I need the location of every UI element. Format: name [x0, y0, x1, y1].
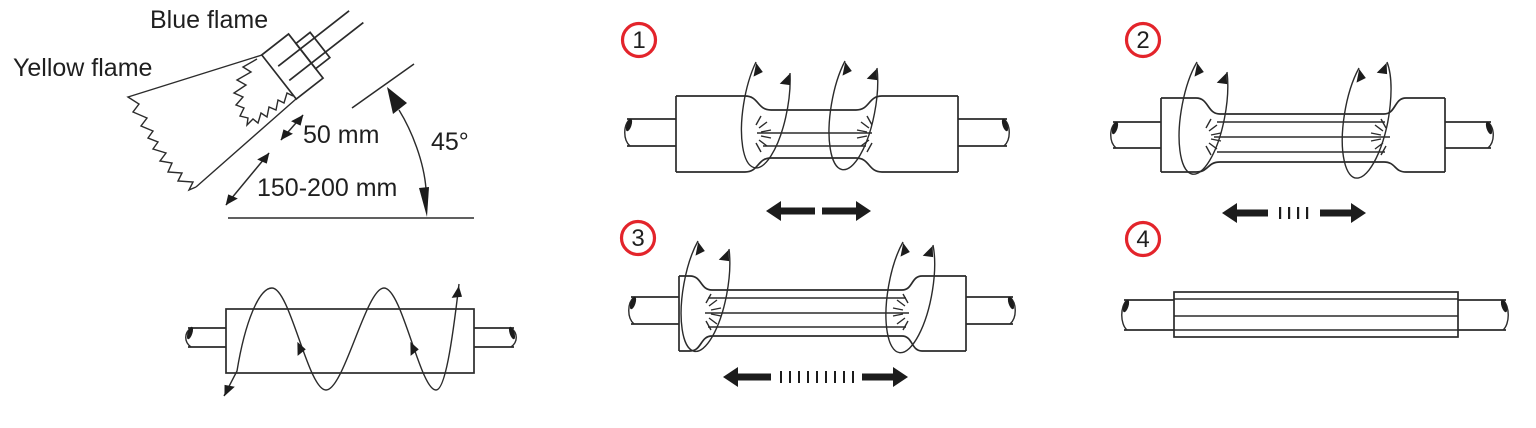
glass-tube-body — [225, 308, 475, 374]
tube-outline — [678, 275, 967, 352]
blue-flame-outline — [232, 58, 294, 127]
dimension-50mm: 50 mm — [276, 111, 379, 149]
rod-right — [966, 296, 1013, 325]
tube-outline — [675, 95, 959, 173]
melt-fan-lines-left — [755, 115, 772, 153]
rotation-arrowhead-icon — [898, 242, 911, 257]
step-2-panel: 2 — [1110, 21, 1494, 223]
rotation-arrowhead-icon — [779, 71, 795, 88]
tube-outline — [1160, 97, 1446, 173]
spiral-arrowhead-icon — [405, 340, 420, 356]
rotation-arrow — [828, 60, 882, 171]
rotation-arrowhead-icon — [1192, 62, 1205, 77]
torch-flame-diagram: Blue flame Yellow flame 50 mm 150-200 mm — [13, 6, 474, 219]
tube-inner-lines — [1174, 298, 1458, 331]
dimension-line — [225, 152, 270, 206]
rod-end-blob — [1122, 299, 1130, 313]
torch-inner-tube-lines — [277, 37, 327, 82]
rod-left — [627, 118, 676, 147]
dimension-50mm-label: 50 mm — [303, 121, 379, 149]
rod-left — [631, 296, 679, 325]
rod-right — [1445, 121, 1491, 149]
angle-45-indicator: 45° — [228, 63, 474, 219]
rod-end-blob — [1001, 118, 1009, 132]
yellow-flame-outline — [126, 54, 263, 192]
pull-apart-arrow-left — [723, 367, 771, 387]
finished-tube-outline — [1173, 291, 1459, 338]
spiral-flame-path — [223, 283, 460, 397]
stretch-dashes — [1279, 207, 1309, 219]
torch-supply-lines — [313, 10, 364, 53]
rotation-arrow — [1178, 61, 1232, 175]
angle-label: 45° — [431, 128, 469, 156]
rod-end-blob — [629, 296, 637, 310]
stretch-dashes — [780, 371, 854, 383]
rod-end-blob — [1007, 296, 1015, 310]
spiral-heating-diagram — [185, 283, 517, 399]
blue-flame-label: Blue flame — [150, 6, 268, 34]
step-1-panel: 1 — [620, 21, 1010, 221]
melt-fan-lines-right — [856, 115, 873, 153]
rod-right — [1458, 299, 1506, 331]
arc-arrowhead-down-icon — [419, 187, 429, 217]
rod-end-blob — [625, 118, 633, 132]
dimension-150-200mm-label: 150-200 mm — [257, 174, 397, 202]
rotation-arrowhead-icon — [1216, 70, 1232, 87]
yellow-flame-label: Yellow flame — [13, 54, 152, 82]
rotation-arrowhead-icon — [866, 66, 882, 83]
torch-connector — [294, 31, 332, 70]
dimension-150-200mm: 150-200 mm — [221, 149, 397, 209]
rod-left — [188, 327, 226, 348]
pull-apart-arrow-right — [1320, 203, 1366, 223]
step-number-badge — [619, 219, 657, 257]
pull-apart-arrow-right — [822, 201, 871, 221]
pull-apart-arrow-left — [766, 201, 815, 221]
step-number: 4 — [1136, 226, 1149, 253]
rod-end-blob — [1500, 299, 1508, 313]
step-number-badge — [1124, 220, 1162, 258]
rotation-arrow — [680, 240, 734, 353]
arc-arrowhead-up-icon — [387, 87, 407, 114]
rod-end-blob — [186, 326, 194, 340]
torch-burner — [260, 10, 364, 101]
tube-inner-lines — [1214, 121, 1390, 153]
pull-apart-arrow-left — [1222, 203, 1268, 223]
rod-end-blob — [508, 326, 516, 340]
angle-arc — [398, 109, 427, 190]
step-number: 2 — [1136, 27, 1149, 54]
rod-right — [958, 118, 1007, 147]
melt-fan-lines-left — [705, 293, 722, 331]
rod-left — [1124, 299, 1174, 331]
tube-inner-lines — [705, 297, 909, 328]
step-number-badge — [620, 21, 658, 59]
rod-right — [474, 327, 514, 348]
step-4-panel: 4 — [1121, 220, 1509, 338]
melt-fan-lines-right — [1370, 118, 1387, 156]
step-number-badge — [1124, 21, 1162, 59]
angle-reference-line — [351, 63, 415, 109]
rotation-arrow — [740, 61, 795, 169]
flame-axis-line — [195, 98, 297, 188]
melt-fan-lines-right — [892, 293, 909, 331]
pull-apart-arrow-right — [862, 367, 908, 387]
step-number: 3 — [631, 225, 644, 252]
step-3-panel: 3 — [619, 219, 1016, 387]
step-number: 1 — [632, 27, 645, 54]
melt-fan-lines-left — [1205, 118, 1222, 156]
rotation-arrow — [885, 241, 938, 354]
rotation-arrow — [1341, 60, 1392, 179]
tube-inner-lines — [757, 132, 872, 147]
spiral-arrowhead-icon — [219, 382, 235, 399]
rotation-arrowhead-icon — [718, 247, 734, 264]
rod-left — [1113, 121, 1161, 149]
rod-end-blob — [1111, 121, 1119, 135]
rod-end-blob — [1485, 121, 1493, 135]
